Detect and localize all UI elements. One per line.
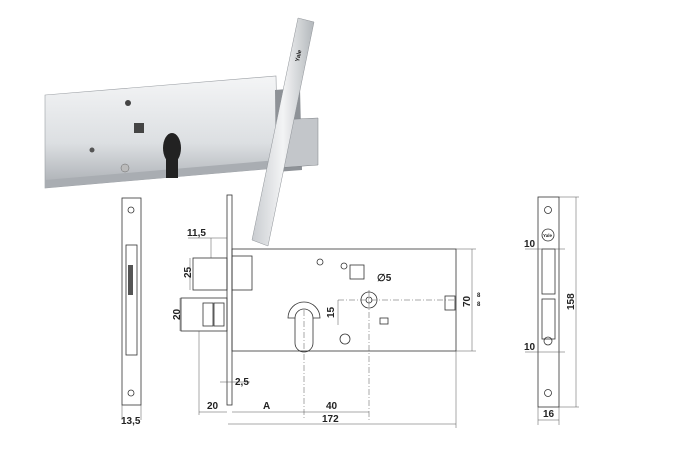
strike-plate-view: Yale 10 10 158 16 xyxy=(524,196,579,425)
body-height-label: 70 xyxy=(462,295,473,307)
spindle-diameter-label: ∅5 xyxy=(377,273,392,284)
backset-label: A xyxy=(263,401,270,412)
front-width-label: 13,5 xyxy=(121,416,141,427)
spindle-offset-label: 15 xyxy=(326,306,337,318)
body-margin-bottom-label: 8 xyxy=(477,302,481,308)
latch-height-label: 25 xyxy=(183,266,194,278)
bolt-throw-label: 20 xyxy=(207,401,219,412)
side-view: 11,5 25 20 ∅5 15 70 8 8 2,5 20 A 40 172 xyxy=(172,194,481,428)
strike-length-label: 158 xyxy=(566,293,577,310)
center-distance-label: 40 xyxy=(326,401,338,412)
strike-width-label: 16 xyxy=(543,409,555,420)
bolt-height-label: 20 xyxy=(172,308,183,320)
photo-logo: Yale xyxy=(295,49,304,63)
body-length-label: 172 xyxy=(322,414,339,425)
body-margin-top-label: 8 xyxy=(477,293,481,299)
strike-logo: Yale xyxy=(543,233,553,238)
latch-offset-label: 11,5 xyxy=(187,228,206,239)
strike-top-offset-label: 10 xyxy=(524,239,536,250)
faceplate-thickness-label: 2,5 xyxy=(235,377,249,388)
front-view: 13,5 xyxy=(121,197,142,427)
strike-bottom-offset-label: 10 xyxy=(524,342,536,353)
lock-product-photo: Yale xyxy=(44,17,319,247)
